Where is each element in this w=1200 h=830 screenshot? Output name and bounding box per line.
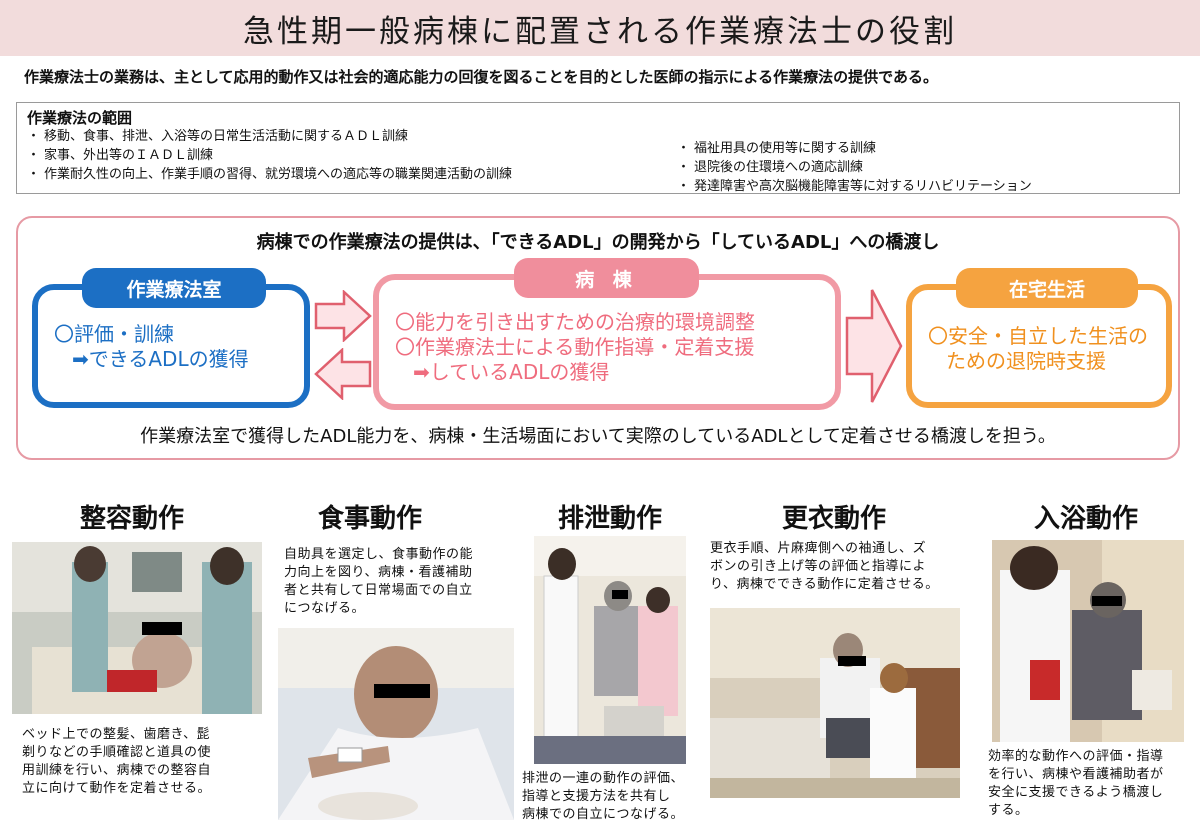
home-label: 在宅生活 xyxy=(956,268,1138,308)
grooming-caption: ベッド上での整髪、歯磨き、髭 剃りなどの手順確認と道具の使 用訓練を行い、病棟で… xyxy=(22,726,262,798)
caption-line: 病棟での自立につなげる。 xyxy=(522,807,685,822)
toileting-caption: 排泄の一連の動作の評価、 指導と支援方法を共有し 病棟での自立につなげる。 xyxy=(522,770,698,824)
scope-item: 移動、食事、排泄、入浴等の日常生活活動に関するＡＤＬ訓練 xyxy=(27,127,677,146)
scope-left-list: 移動、食事、排泄、入浴等の日常生活活動に関するＡＤＬ訓練 家事、外出等のＩＡＤＬ… xyxy=(27,127,677,196)
caption-line: 用訓練を行い、病棟での整容自 xyxy=(22,763,212,778)
caption-line: 自助具を選定し、食事動作の能 xyxy=(284,547,474,562)
scope-item: 発達障害や高次脳機能障害等に対するリハビリテーション xyxy=(677,177,1032,196)
caption-line: につなげる。 xyxy=(284,601,366,616)
scope-title: 作業療法の範囲 xyxy=(27,109,133,127)
ot-room-box: 作業療法室 〇評価・訓練 ➡できるADLの獲得 xyxy=(32,268,310,408)
caption-line: 更衣手順、片麻痺側への袖通し、ズ xyxy=(710,541,927,556)
arrow-left-icon xyxy=(314,348,372,400)
ward-line: 〇作業療法士による動作指導・定着支援 xyxy=(395,335,755,359)
caption-line: する。 xyxy=(988,803,1029,818)
title-bar: 急性期一般病棟に配置される作業療法士の役割 xyxy=(0,0,1200,56)
caption-line: り、病棟でできる動作に定着させる。 xyxy=(710,577,939,592)
caption-line: 指導と支援方法を共有し xyxy=(522,789,671,804)
home-box: 在宅生活 〇安全・自立した生活の ための退院時支援 xyxy=(906,268,1172,408)
scope-item: 家事、外出等のＩＡＤＬ訓練 xyxy=(27,146,677,165)
caption-line: 排泄の一連の動作の評価、 xyxy=(522,771,685,786)
home-line: ための退院時支援 xyxy=(946,349,1106,373)
toileting-title: 排泄動作 xyxy=(558,504,663,534)
ot-room-line: 〇評価・訓練 xyxy=(54,322,174,346)
page-title: 急性期一般病棟に配置される作業療法士の役割 xyxy=(243,13,957,50)
caption-line: 立に向けて動作を定着させる。 xyxy=(22,781,212,796)
lead-text: 作業療法士の業務は、主として応用的動作又は社会的適応能力の回復を図ることを目的と… xyxy=(24,68,938,86)
caption-line: 安全に支援できるよう橋渡し xyxy=(988,785,1164,800)
scope-item: 福祉用具の使用等に関する訓練 xyxy=(677,139,1032,158)
bridge-heading: 病棟での作業療法の提供は、「できるADL」の開発から「しているADL」への橋渡し xyxy=(256,232,940,253)
scope-right-list: 福祉用具の使用等に関する訓練 退院後の住環境への適応訓練 発達障害や高次脳機能障… xyxy=(677,127,1032,196)
ward-box: 病 棟 〇能力を引き出すための治療的環境調整 〇作業療法士による動作指導・定着支… xyxy=(373,258,841,410)
arrow-right-icon xyxy=(314,290,372,342)
caption-line: 者と共有して日常場面での自立 xyxy=(284,583,473,598)
scope-item: 退院後の住環境への適応訓練 xyxy=(677,158,1032,177)
eating-photo xyxy=(278,628,514,820)
caption-line: を行い、病棟や看護補助者が xyxy=(988,767,1164,782)
scope-box: 作業療法の範囲 移動、食事、排泄、入浴等の日常生活活動に関するＡＤＬ訓練 家事、… xyxy=(16,102,1180,194)
dressing-caption: 更衣手順、片麻痺側への袖通し、ズ ボンの引き上げ等の評価と指導によ り、病棟でで… xyxy=(710,540,972,594)
ward-line: 〇能力を引き出すための治療的環境調整 xyxy=(395,310,755,334)
caption-line: 力向上を図り、病棟・看護補助 xyxy=(284,565,473,580)
dressing-photo xyxy=(710,608,960,798)
bridge-footer: 作業療法室で獲得したADL能力を、病棟・生活場面において実際のしているADLとし… xyxy=(140,426,1056,447)
dressing-title: 更衣動作 xyxy=(782,504,887,534)
bathing-photo xyxy=(992,540,1184,742)
caption-line: ベッド上での整髪、歯磨き、髭 xyxy=(22,727,211,742)
grooming-photo xyxy=(12,542,262,714)
ward-label: 病 棟 xyxy=(514,258,699,298)
home-line: 〇安全・自立した生活の xyxy=(928,324,1148,348)
caption-line: 効率的な動作への評価・指導 xyxy=(988,749,1164,764)
caption-line: ボンの引き上げ等の評価と指導によ xyxy=(710,559,927,574)
arrow-right-large-icon xyxy=(845,289,903,403)
bridge-panel: 病棟での作業療法の提供は、「できるADL」の開発から「しているADL」への橋渡し… xyxy=(16,216,1180,460)
caption-line: 剃りなどの手順確認と道具の使 xyxy=(22,745,212,760)
eating-caption: 自助具を選定し、食事動作の能 力向上を図り、病棟・看護補助 者と共有して日常場面… xyxy=(284,546,516,618)
toileting-photo xyxy=(534,536,686,764)
grooming-title: 整容動作 xyxy=(80,504,185,534)
ot-room-label: 作業療法室 xyxy=(82,268,266,308)
ward-line: ➡しているADLの獲得 xyxy=(413,360,610,384)
bathing-caption: 効率的な動作への評価・指導 を行い、病棟や看護補助者が 安全に支援できるよう橋渡… xyxy=(988,748,1192,820)
eating-title: 食事動作 xyxy=(318,504,423,534)
scope-item: 作業耐久性の向上、作業手順の習得、就労環境への適応等の職業関連活動の訓練 xyxy=(27,165,677,184)
ot-room-line: ➡できるADLの獲得 xyxy=(72,347,249,371)
bathing-title: 入浴動作 xyxy=(1034,504,1139,534)
